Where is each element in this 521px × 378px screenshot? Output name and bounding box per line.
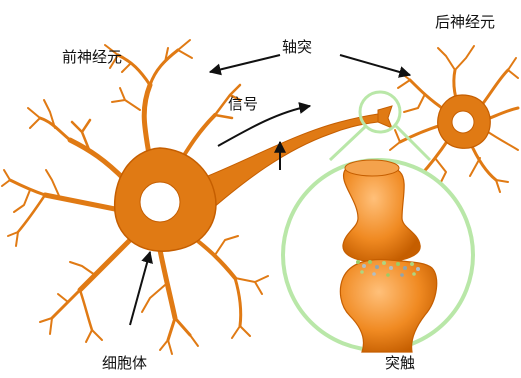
axon-arrow-right: [340, 55, 410, 75]
label-presynaptic-neuron: 前神经元: [62, 46, 122, 67]
label-cell-body: 细胞体: [102, 352, 147, 373]
label-synapse: 突触: [385, 352, 415, 373]
label-signal: 信号: [228, 93, 258, 114]
cell-body-arrow: [130, 252, 150, 325]
label-axon: 轴突: [282, 36, 312, 57]
postsynaptic-nucleus: [452, 111, 474, 133]
presynaptic-nucleus: [140, 182, 180, 222]
label-postsynaptic-neuron: 后神经元: [435, 11, 495, 32]
axon-arrow-left: [210, 55, 280, 72]
synapse-magnifier: [283, 126, 473, 352]
